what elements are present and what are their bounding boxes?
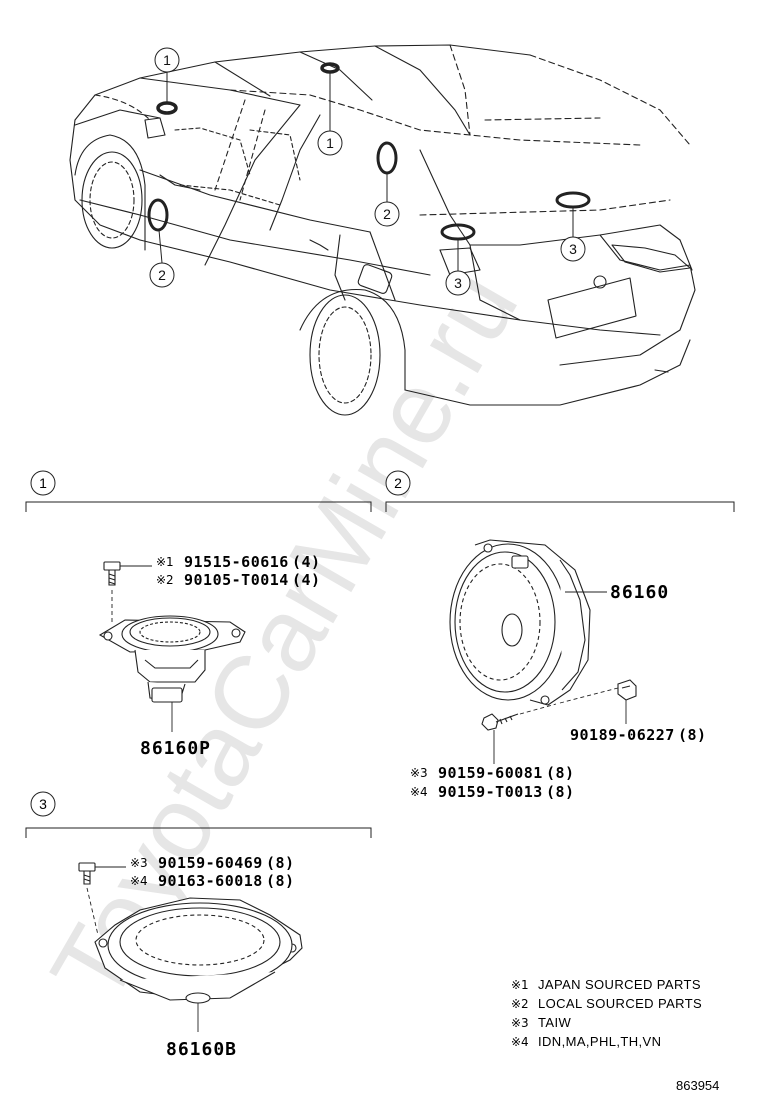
legend-mark: ※3 — [511, 1016, 529, 1030]
bolt-icon — [103, 561, 121, 586]
fastener-qty: (4) — [292, 553, 321, 571]
callout-number: 3 — [569, 241, 577, 257]
callout-1-right — [317, 130, 343, 156]
fastener-mark: ※4 — [130, 874, 148, 888]
callout-number: 3 — [454, 275, 462, 291]
section-2-number: 2 — [394, 475, 402, 491]
section-1-bracket — [25, 501, 372, 512]
section-3-number: 3 — [39, 796, 47, 812]
section-1-number: 1 — [39, 475, 47, 491]
legend-text: IDN,MA,PHL,TH,VN — [538, 1034, 661, 1049]
fastener-qty: (4) — [292, 571, 321, 589]
fastener-qty: (8) — [266, 872, 295, 890]
callout-3-left — [445, 270, 471, 296]
fastener-mark: ※1 — [156, 555, 174, 569]
fastener-qty: (8) — [546, 783, 575, 801]
section-3-badge — [30, 791, 56, 817]
main-part-number: 86160B — [166, 1039, 237, 1060]
screw-icon — [481, 713, 519, 731]
clip-icon — [617, 679, 637, 701]
main-part-number: 86160P — [140, 738, 211, 759]
legend-text: JAPAN SOURCED PARTS — [538, 977, 701, 992]
section-1-badge — [30, 470, 56, 496]
section-3-bracket — [25, 827, 372, 838]
legend-mark: ※2 — [511, 997, 529, 1011]
callout-number: 1 — [326, 135, 334, 151]
callout-2-left — [149, 262, 175, 288]
callout-3-right — [560, 236, 586, 262]
fastener-mark: ※2 — [156, 573, 174, 587]
fastener-part-number: 90163-60018 — [158, 872, 263, 890]
clip-qty: (8) — [678, 726, 707, 744]
fastener-part-number: 91515-60616 — [184, 553, 289, 571]
section-3: 3 ※3 90159-60469 (8) ※4 90163-60018 (8) … — [25, 791, 372, 1060]
fastener-part-number: 90105-T0014 — [184, 571, 289, 589]
legend: ※1 JAPAN SOURCED PARTS ※2 LOCAL SOURCED … — [511, 977, 702, 1049]
door-speaker-icon — [449, 539, 591, 706]
fastener-part-number: 90159-60469 — [158, 854, 263, 872]
overview-callouts — [149, 47, 586, 296]
main-part-number: 86160 — [610, 582, 669, 603]
section-1: 1 ※1 91515-60616 (4) ※2 90105-T0014 (4) — [25, 470, 372, 759]
section-2-bracket — [385, 501, 735, 512]
callout-number: 2 — [383, 206, 391, 222]
vehicle-overview — [69, 44, 696, 416]
oval-speaker-icon — [94, 897, 303, 1004]
callout-number: 1 — [163, 52, 171, 68]
fastener-mark: ※3 — [130, 856, 148, 870]
fastener-qty: (8) — [546, 764, 575, 782]
section-2-badge — [385, 470, 411, 496]
diagram-number: 863954 — [676, 1078, 719, 1093]
clip-part-number: 90189-06227 — [570, 726, 675, 744]
legend-mark: ※1 — [511, 978, 529, 992]
callout-number: 2 — [158, 267, 166, 283]
fastener-mark: ※3 — [410, 766, 428, 780]
fastener-mark: ※4 — [410, 785, 428, 799]
section-2: 2 86160 90189-06227 (8) — [385, 470, 735, 801]
legend-text: TAIW — [538, 1015, 571, 1030]
callout-1-top — [154, 47, 180, 73]
fastener-part-number: 90159-T0013 — [438, 783, 543, 801]
legend-mark: ※4 — [511, 1035, 529, 1049]
fastener-qty: (8) — [266, 854, 295, 872]
tweeter-speaker-icon — [98, 615, 246, 703]
callout-2-right — [374, 201, 400, 227]
fastener-part-number: 90159-60081 — [438, 764, 543, 782]
legend-text: LOCAL SOURCED PARTS — [538, 996, 702, 1011]
